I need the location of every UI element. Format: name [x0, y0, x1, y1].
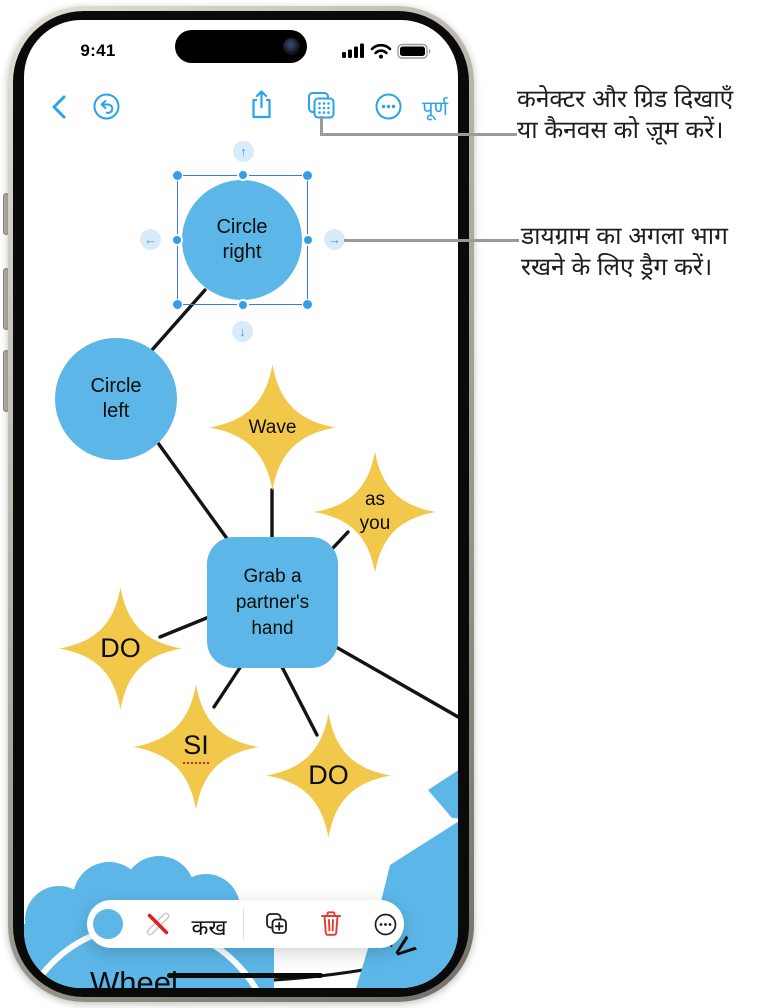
selection-handle-left[interactable]	[171, 234, 183, 246]
more-options-button[interactable]	[374, 913, 397, 936]
share-button[interactable]	[248, 89, 275, 121]
nudge-up-button[interactable]: ↑	[233, 141, 254, 162]
shape-label: Circle right	[216, 216, 268, 263]
ellipsis-icon	[375, 93, 402, 120]
shape-label: SI	[183, 730, 209, 764]
star-icon	[209, 364, 336, 491]
red-slash-icon	[147, 913, 169, 935]
shape-label: DO	[100, 633, 141, 663]
callout-line-1: कनेक्टर और ग्रिड दिखाएँ	[517, 86, 734, 113]
front-camera	[283, 38, 300, 55]
callout-drag-next-part: डायग्राम का अगला भाग रखने के लिए ड्रैग क…	[521, 221, 728, 283]
wifi-dot	[379, 54, 383, 59]
shape-star-wave[interactable]: Wave	[208, 363, 337, 492]
grid-icon	[308, 92, 335, 119]
text-style-button[interactable]: कख	[191, 915, 227, 940]
delete-button[interactable]	[320, 910, 342, 937]
shape-label: as you	[359, 489, 391, 534]
shape-label: Wave	[248, 416, 297, 438]
arrow-down-icon: ↓	[239, 324, 246, 339]
callout-line-drag	[344, 239, 519, 242]
selection-handle-top[interactable]	[237, 169, 249, 181]
wifi-icon	[370, 43, 392, 55]
signal-icon	[342, 43, 364, 58]
show-connectors-grid-button[interactable]	[305, 90, 337, 122]
undo-icon	[93, 93, 120, 120]
selection-handle-right[interactable]	[302, 234, 314, 246]
chevron-back-icon	[52, 95, 66, 119]
shape-label-wheel: Wheel	[90, 965, 178, 988]
star-icon	[59, 587, 182, 710]
shape-label: Grab a partner's hand	[235, 565, 310, 639]
selection-handle-bottom-left[interactable]	[172, 299, 183, 310]
shape-grab-partners-hand[interactable]: Grab a partner's hand	[207, 537, 338, 668]
shape-label: DO	[308, 760, 349, 790]
selection-handle-bottom[interactable]	[237, 299, 249, 311]
duplicate-button[interactable]	[264, 911, 289, 936]
shape-circle-right[interactable]: Circle right	[182, 180, 302, 300]
star-icon	[266, 713, 391, 838]
nudge-left-button[interactable]: ←	[140, 229, 161, 250]
fill-color-button[interactable]	[93, 909, 123, 939]
iphone-screen[interactable]: 9:41	[24, 20, 458, 988]
shape-star-si[interactable]: SI	[132, 683, 260, 811]
back-button[interactable]	[46, 93, 72, 121]
arrow-right-icon: →	[328, 232, 341, 247]
shape-label: Circle left	[90, 375, 142, 422]
selection-box	[171, 169, 314, 311]
star-icon	[314, 451, 436, 573]
dynamic-island	[175, 30, 307, 63]
callout-connectors-grid: कनेक्टर और ग्रिड दिखाएँ या कैनवस को ज़ूम…	[517, 84, 733, 146]
callout-line-2: या कैनवस को ज़ूम करें।	[517, 117, 724, 144]
arrow-left-icon: ←	[144, 232, 157, 247]
shape-edit-toolbar: कख	[87, 900, 404, 948]
iphone-frame: 9:41	[8, 6, 474, 1002]
done-button[interactable]: पूर्ण	[422, 98, 448, 120]
toolbar-divider	[243, 909, 244, 939]
selection-handle-top-left[interactable]	[172, 170, 183, 181]
share-icon	[252, 90, 271, 119]
status-icons	[342, 43, 431, 59]
shape-star-as-you[interactable]: as you	[313, 450, 437, 574]
selection-handle-bottom-right[interactable]	[302, 299, 313, 310]
more-button[interactable]	[374, 92, 403, 121]
status-time: 9:41	[80, 41, 116, 60]
callout-line-connectors	[320, 133, 517, 136]
callout-line-connectors-vertical	[320, 116, 323, 135]
shape-star-do-bottom[interactable]: DO	[265, 712, 392, 839]
nudge-right-button[interactable]: →	[324, 229, 345, 250]
undo-button[interactable]	[92, 92, 121, 121]
callout-line-1: डायग्राम का अगला भाग	[521, 223, 728, 250]
arrow-up-icon: ↑	[240, 144, 247, 159]
selection-handle-top-right[interactable]	[302, 170, 313, 181]
stroke-none-button[interactable]	[145, 911, 171, 937]
battery-icon	[397, 43, 431, 59]
callout-line-2: रखने के लिए ड्रैग करें।	[521, 254, 713, 281]
home-indicator[interactable]	[167, 973, 323, 978]
shape-circle-left[interactable]: Circle left	[55, 338, 177, 460]
star-icon	[133, 684, 259, 810]
nudge-down-button[interactable]: ↓	[232, 321, 253, 342]
shape-star-do-left[interactable]: DO	[58, 586, 183, 711]
